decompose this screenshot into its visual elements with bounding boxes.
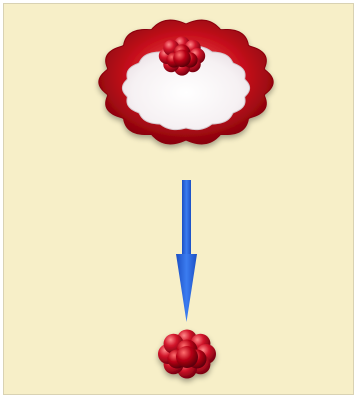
container-bead-cluster: [159, 36, 205, 75]
diagram-svg: [4, 4, 355, 396]
bead-cluster-icon: [158, 330, 216, 379]
bead: [176, 346, 198, 368]
down-arrow-icon: [176, 180, 197, 322]
bead: [173, 50, 191, 68]
diagram-canvas: [3, 3, 354, 395]
